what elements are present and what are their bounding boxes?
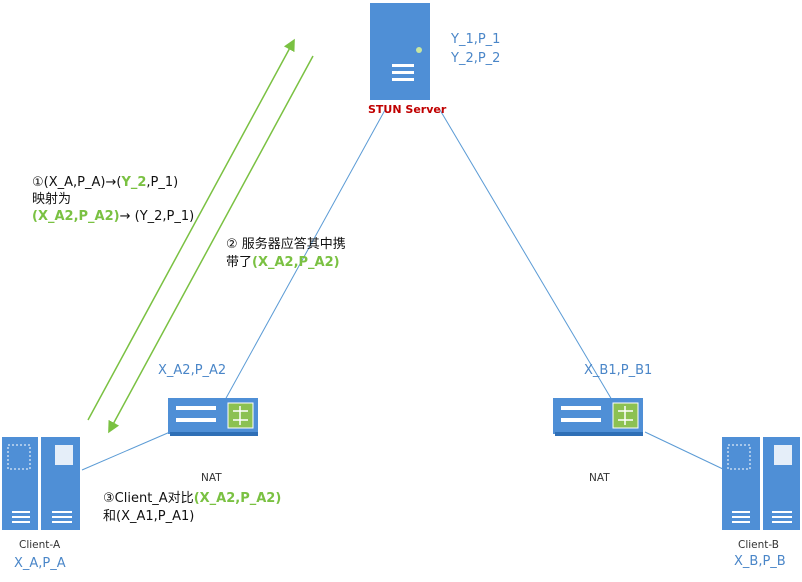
link-stun-nat-b: [439, 109, 613, 401]
step3-line2: 和(X_A1,P_A1): [103, 509, 195, 524]
step2-prefix: 带了: [226, 255, 253, 270]
nat-b-addr: X_B1,P_B1: [584, 363, 653, 378]
stun-addr-2: Y_2,P_2: [451, 51, 501, 66]
stun-server-label: STUN Server: [368, 103, 447, 116]
arrow-icon: →: [105, 175, 117, 190]
step3-prefix: ③Client_A对比: [103, 491, 194, 506]
arrow-response: [108, 55, 314, 434]
step1-line3: (X_A2,P_A2)→ (Y_2,P_1): [32, 210, 194, 223]
step1-paren: (: [116, 175, 122, 190]
step1-line2: 映射为: [32, 192, 72, 207]
step3-line1: ③Client_A对比(X_A2,P_A2): [103, 492, 281, 505]
client-a-label: Client-A: [19, 539, 61, 551]
step1-y2: Y_2: [121, 175, 147, 190]
client-a-addr: X_A,P_A: [14, 556, 66, 571]
nat-a-addr: X_A2,P_A2: [158, 363, 227, 378]
switch-icon: [553, 398, 643, 436]
step3-mapped: (X_A2,P_A2): [193, 491, 282, 506]
arrow-icon: →: [119, 209, 131, 224]
link-client-a-nat-a: [81, 431, 171, 471]
step1-mapped: (X_A2,P_A2): [32, 209, 120, 224]
step1-line1: ①(X_A,P_A)→(Y_2,P_1): [32, 176, 178, 189]
client-b-addr: X_B,P_B: [734, 554, 786, 569]
client-b-label: Client-B: [738, 539, 780, 551]
step2-mapped: (X_A2,P_A2): [252, 255, 340, 270]
step2-line2: 带了(X_A2,P_A2): [226, 256, 340, 269]
server-icon: [370, 3, 430, 100]
link-nat-b-client-b: [644, 431, 726, 471]
server-icon: [722, 437, 800, 530]
switch-icon: [168, 398, 258, 436]
stun-addr-1: Y_1,P_1: [451, 32, 501, 47]
step1-source: ①(X_A,P_A): [32, 175, 106, 190]
server-icon: [2, 437, 80, 530]
nat-b-label: NAT: [589, 472, 610, 484]
step1-port: ,P_1): [146, 175, 179, 190]
step1-dest: (Y_2,P_1): [130, 209, 195, 224]
nat-a-label: NAT: [201, 472, 222, 484]
arrow-request: [87, 38, 295, 421]
link-stun-nat-a: [224, 109, 386, 401]
step2-line1: ② 服务器应答其中携: [226, 237, 346, 252]
